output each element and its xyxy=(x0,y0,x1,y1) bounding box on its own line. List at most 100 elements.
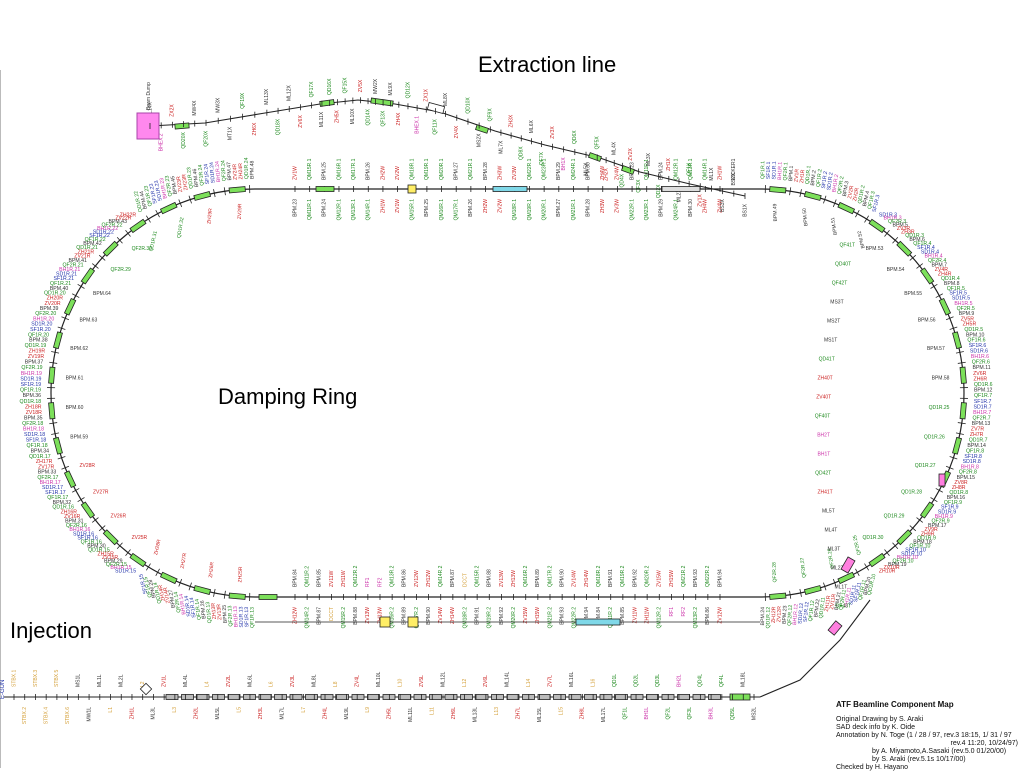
extraction-label: ZX2X xyxy=(170,104,176,117)
extraction-label: QD10X xyxy=(465,97,471,114)
ring-bend-magnet xyxy=(920,268,933,284)
ring-bend-magnet xyxy=(53,332,62,349)
extraction-label: ML4X xyxy=(612,141,618,155)
ring-quadrupole xyxy=(78,284,85,288)
ring-component-label: QF1R.13 xyxy=(250,607,256,628)
south-straight-label: ZV12W xyxy=(414,570,420,587)
north-straight-label-top: ZV1W xyxy=(292,166,298,180)
ring-component-label: BPM.48 xyxy=(249,160,255,179)
linac-label: ML14L xyxy=(505,671,511,687)
linac-accelerator-section xyxy=(306,695,318,700)
south-straight-label: BPM.88 xyxy=(487,569,493,587)
north-straight-label: ZH1W xyxy=(380,199,386,213)
south-straight-label-bottom: QM21R.2 xyxy=(547,607,553,629)
ring-quadrupole xyxy=(72,294,79,298)
ring-bend-magnet xyxy=(64,298,75,315)
linac-label: ZH7L xyxy=(515,707,521,719)
legend-box: ATF Beamline Component Map Original Draw… xyxy=(836,700,1022,772)
north-straight-label-top: BPM.28 xyxy=(483,162,489,180)
south-straight-label: QM13R.2 xyxy=(389,565,395,587)
linac-accelerator-section xyxy=(569,695,581,700)
north-straight-label-top: QM18R.1 xyxy=(410,158,416,180)
north-straight-label-top: ZV3W xyxy=(512,166,518,180)
legend-line-4: rev.4 11:20, 10/24/97) xyxy=(836,740,1022,748)
north-straight-label: QM22R.1 xyxy=(629,199,635,221)
extraction-label: ZH3X xyxy=(508,114,514,127)
south-straight-label-bottom: RF1 xyxy=(669,607,675,617)
legend-line-1: Original Drawing by S. Araki xyxy=(836,716,1022,724)
linac-bend xyxy=(730,694,750,700)
north-straight-label-top: QM19R.1 xyxy=(424,158,430,180)
linac-label: BH1L xyxy=(644,707,650,720)
linac-accelerator-section xyxy=(600,695,612,700)
ring-component-label: BPM.33 xyxy=(38,470,57,476)
linac-label: QD1L xyxy=(612,674,618,687)
north-straight-label: QM20R.1 xyxy=(541,199,547,221)
injection-label: Injection xyxy=(10,618,92,644)
linac-label: ZH8L xyxy=(580,707,586,719)
linac-accelerator-section xyxy=(368,695,380,700)
south-straight-label: BPM.86 xyxy=(402,569,408,587)
ring-quadrupole xyxy=(855,569,859,576)
north-straight-label: QM14R.1 xyxy=(366,199,372,221)
extraction-label: QF3X xyxy=(636,179,642,193)
north-straight-label-top: QM14R.1 xyxy=(703,158,709,180)
ring-quadrupole xyxy=(146,216,150,223)
linac-label: ML6L xyxy=(247,674,253,687)
ring-inner-label: BPM.64 xyxy=(93,291,111,297)
south-bend xyxy=(259,595,277,600)
ring-inner-label: QF2R.25 xyxy=(852,534,862,555)
ring-bend-magnet xyxy=(81,268,94,284)
ring-bend-magnet xyxy=(229,187,245,193)
ring-component-label: SF1R.20 xyxy=(30,327,51,333)
ring-component-label: ZH22R xyxy=(120,212,137,218)
linac-label: QD5L xyxy=(730,707,736,720)
ring-quadrupole xyxy=(146,564,150,571)
north-straight-label: ZH3W xyxy=(600,199,606,213)
transport-label: BH2T xyxy=(817,432,830,438)
ring-quadrupole xyxy=(92,518,98,523)
linac-accelerator-section xyxy=(507,695,519,700)
linac-label: STBX.5 xyxy=(54,670,60,687)
extraction-label: ML10X xyxy=(350,108,356,125)
extraction-label: ZV3X xyxy=(550,126,556,139)
ring-quadrupole xyxy=(72,488,79,492)
ring-inner-label: BPM.59 xyxy=(70,435,88,441)
linac-label: ZV2L xyxy=(226,675,232,687)
linac-label: QD2L xyxy=(633,674,639,687)
linac-label: ML5L xyxy=(215,707,221,720)
south-straight-label: QM16R.2 xyxy=(523,565,529,587)
south-straight-label-bottom: RF2 xyxy=(681,607,687,617)
north-straight-label: QM15R.1 xyxy=(410,199,416,221)
ring-bend-magnet xyxy=(920,502,933,518)
linac-label: ZH3L xyxy=(258,707,264,719)
extraction-label: QD12X xyxy=(405,81,411,98)
north-straight-label: ZV2W xyxy=(498,199,504,213)
extraction-label: ML1X xyxy=(709,167,715,181)
ring-inner-label: QF2R.28 xyxy=(772,562,779,583)
linac-label: ML9L xyxy=(344,707,350,720)
north-straight-label-top: QM22R.1 xyxy=(527,158,533,180)
ring-quadrupole xyxy=(156,569,160,576)
ring-bend-magnet xyxy=(804,586,821,595)
south-straight-label: QM11R.2 xyxy=(304,566,310,587)
linac-accelerator-section xyxy=(352,695,364,700)
linac-label: MW1L xyxy=(86,707,92,722)
north-straight-label-top: QM17R.1 xyxy=(351,158,357,180)
linac-label: ML17L xyxy=(601,707,607,723)
extraction-label: QD18X xyxy=(275,118,281,135)
ring-inner-label: BPM.60 xyxy=(66,405,84,411)
linac-label: ZH6L xyxy=(451,707,457,719)
ring-component-label: BPM.37 xyxy=(25,360,44,366)
ring-inner-label: QD1R.31 xyxy=(148,230,159,252)
linac-accelerator-section xyxy=(647,695,659,700)
extraction-label: QF13X xyxy=(380,110,386,127)
extraction-line xyxy=(150,100,745,196)
extraction-label: MT1X xyxy=(228,126,234,140)
ring-bend-magnet xyxy=(897,530,912,545)
damping-ring-orbit xyxy=(51,189,964,597)
ring-component-label: ZH12R xyxy=(771,606,777,623)
transport-label: ML1T xyxy=(834,584,847,590)
ring-bend-magnet xyxy=(960,403,966,419)
linac-label: L4 xyxy=(204,681,210,687)
